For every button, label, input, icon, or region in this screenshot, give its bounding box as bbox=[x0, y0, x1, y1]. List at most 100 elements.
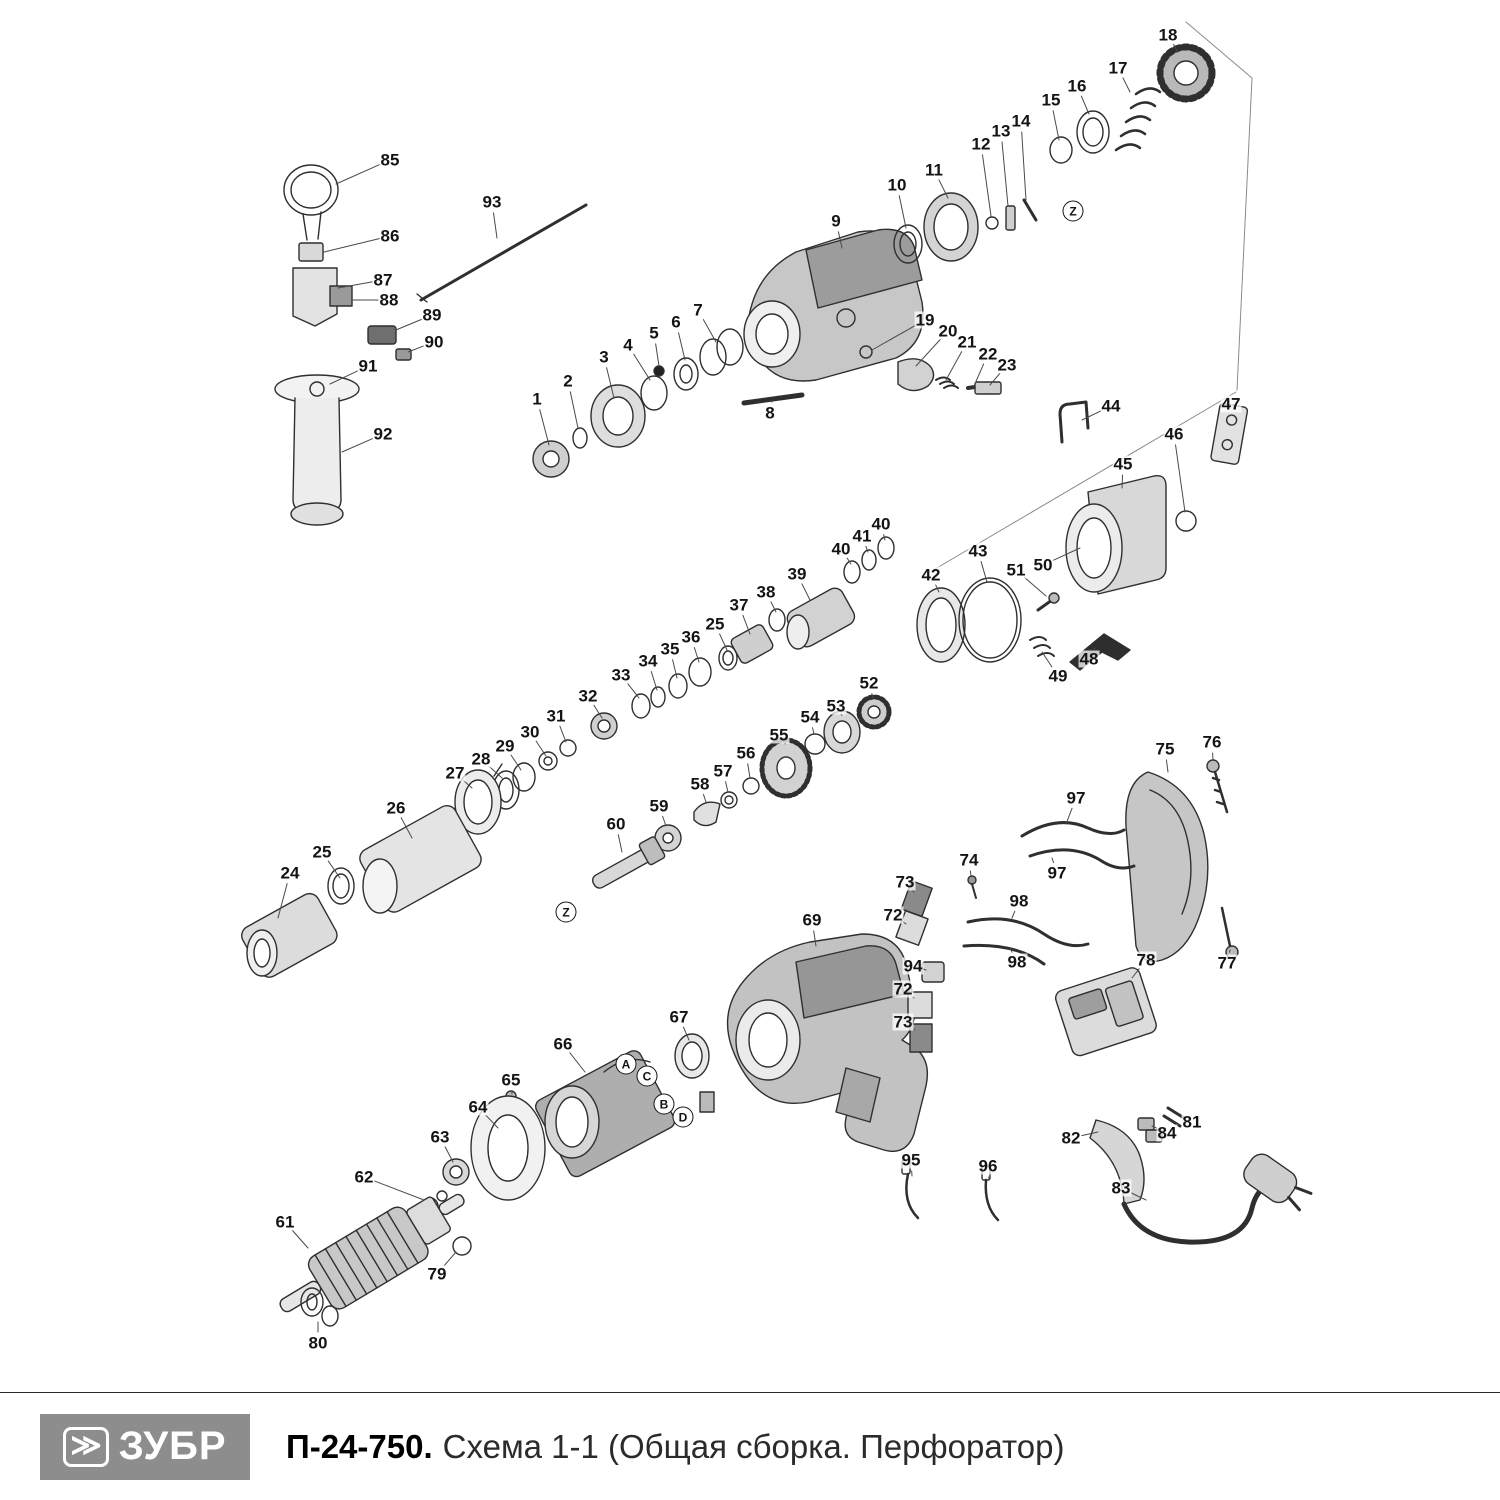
part-number-label: 20 bbox=[937, 321, 959, 341]
part-number-label: 50 bbox=[1032, 555, 1054, 575]
callout-d: D bbox=[672, 1106, 694, 1128]
part-number-label: 3 bbox=[598, 347, 610, 367]
part-number-label: 51 bbox=[1005, 560, 1027, 580]
part-number-label: 56 bbox=[735, 743, 757, 763]
motor-housing bbox=[726, 933, 929, 1152]
part-number-label: 47 bbox=[1220, 394, 1242, 414]
gear-housing bbox=[743, 228, 924, 382]
part-number-label: 79 bbox=[426, 1264, 448, 1284]
part-number-label: 1 bbox=[531, 389, 543, 409]
part-number-label: 62 bbox=[353, 1167, 375, 1187]
part-number-label: 45 bbox=[1112, 454, 1134, 474]
part-number-label: 16 bbox=[1066, 76, 1088, 96]
part-number-label: 36 bbox=[680, 627, 702, 647]
callout-b: B bbox=[653, 1093, 675, 1115]
mode-selector-parts bbox=[859, 345, 1002, 395]
part-number-label: 8 bbox=[764, 403, 776, 423]
part-number-label: 89 bbox=[421, 305, 443, 325]
part-number-label: 84 bbox=[1156, 1123, 1178, 1143]
part-number-label: 93 bbox=[481, 192, 503, 212]
part-number-label: 31 bbox=[545, 706, 567, 726]
depth-gauge-rod bbox=[416, 203, 588, 303]
scheme-title: П-24-750.Схема 1-1 (Общая сборка. Перфор… bbox=[286, 1428, 1064, 1466]
part-number-label: 54 bbox=[799, 707, 821, 727]
part-number-label: 15 bbox=[1040, 90, 1062, 110]
part-number-label: 98 bbox=[1006, 952, 1028, 972]
switch-block bbox=[1054, 967, 1157, 1057]
part-number-label: 82 bbox=[1060, 1128, 1082, 1148]
part-number-label: 97 bbox=[1046, 863, 1068, 883]
part-number-label: 44 bbox=[1100, 396, 1122, 416]
part-number-label: 5 bbox=[648, 323, 660, 343]
part-number-label: 26 bbox=[385, 798, 407, 818]
part-number-label: 25 bbox=[704, 614, 726, 634]
part-number-label: 92 bbox=[372, 424, 394, 444]
part-number-label: 78 bbox=[1135, 950, 1157, 970]
footer: ≫ ЗУБР П-24-750.Схема 1-1 (Общая сборка.… bbox=[0, 1392, 1500, 1500]
part-number-label: 90 bbox=[423, 332, 445, 352]
brand-logo: ≫ ЗУБР bbox=[40, 1413, 250, 1480]
scheme-name: Схема 1-1 (Общая сборка. Перфоратор) bbox=[442, 1427, 1065, 1465]
part-number-label: 10 bbox=[886, 175, 908, 195]
part-number-label: 32 bbox=[577, 686, 599, 706]
leader-lines bbox=[277, 43, 1231, 1333]
part-number-label: 94 bbox=[902, 956, 924, 976]
exploded-view-drawing bbox=[241, 21, 1313, 1333]
part-number-label: 67 bbox=[668, 1007, 690, 1027]
brand-logo-text: ЗУБР bbox=[118, 1424, 227, 1468]
part-number-label: 72 bbox=[882, 905, 904, 925]
part-number-label: 75 bbox=[1154, 739, 1176, 759]
part-number-label: 33 bbox=[610, 665, 632, 685]
part-number-label: 53 bbox=[825, 696, 847, 716]
part-number-label: 23 bbox=[996, 355, 1018, 375]
part-number-label: 18 bbox=[1157, 25, 1179, 45]
model-number: П-24-750. bbox=[286, 1427, 433, 1465]
part-number-label: 86 bbox=[379, 226, 401, 246]
part-number-label: 66 bbox=[552, 1034, 574, 1054]
part-number-label: 73 bbox=[894, 872, 916, 892]
part-number-label: 91 bbox=[357, 356, 379, 376]
part-number-label: 21 bbox=[956, 332, 978, 352]
part-number-label: 11 bbox=[924, 160, 944, 180]
side-handle-assembly bbox=[274, 164, 412, 526]
part-number-label: 2 bbox=[562, 371, 574, 391]
part-number-label: 98 bbox=[1008, 891, 1030, 911]
part-number-label: 17 bbox=[1107, 58, 1129, 78]
callout-c: C bbox=[636, 1065, 658, 1087]
part-number-label: 42 bbox=[920, 565, 942, 585]
part-number-label: 72 bbox=[892, 979, 914, 999]
part-number-label: 52 bbox=[858, 673, 880, 693]
part-number-label: 12 bbox=[970, 134, 992, 154]
part-number-label: 14 bbox=[1010, 111, 1032, 131]
part-number-label: 9 bbox=[830, 211, 842, 231]
callout-z: Z bbox=[555, 901, 577, 923]
part-number-label: 64 bbox=[467, 1097, 489, 1117]
barrel-parts bbox=[893, 43, 1216, 264]
callout-z: Z bbox=[1062, 200, 1084, 222]
group-boundary-lines bbox=[929, 21, 1253, 573]
part-number-label: 48 bbox=[1078, 649, 1100, 669]
part-number-label: 80 bbox=[307, 1333, 329, 1353]
piston-shaft-group bbox=[241, 536, 895, 978]
part-number-label: 77 bbox=[1216, 953, 1238, 973]
wires bbox=[901, 821, 1136, 1222]
part-number-label: 37 bbox=[728, 595, 750, 615]
part-number-label: 74 bbox=[958, 850, 980, 870]
part-number-label: 69 bbox=[801, 910, 823, 930]
part-number-label: 29 bbox=[494, 736, 516, 756]
part-number-label: 83 bbox=[1110, 1178, 1132, 1198]
part-number-label: 39 bbox=[786, 564, 808, 584]
clutch-housing-group bbox=[916, 400, 1249, 671]
part-number-label: 30 bbox=[519, 722, 541, 742]
part-number-label: 58 bbox=[689, 774, 711, 794]
part-number-label: 46 bbox=[1163, 424, 1185, 444]
part-number-label: 95 bbox=[900, 1150, 922, 1170]
part-number-label: 65 bbox=[500, 1070, 522, 1090]
part-number-label: 40 bbox=[830, 539, 852, 559]
part-number-label: 73 bbox=[892, 1012, 914, 1032]
rear-handle bbox=[1125, 759, 1239, 963]
part-number-label: 38 bbox=[755, 582, 777, 602]
part-number-label: 85 bbox=[379, 150, 401, 170]
part-number-label: 24 bbox=[279, 863, 301, 883]
part-number-label: 61 bbox=[274, 1212, 296, 1232]
